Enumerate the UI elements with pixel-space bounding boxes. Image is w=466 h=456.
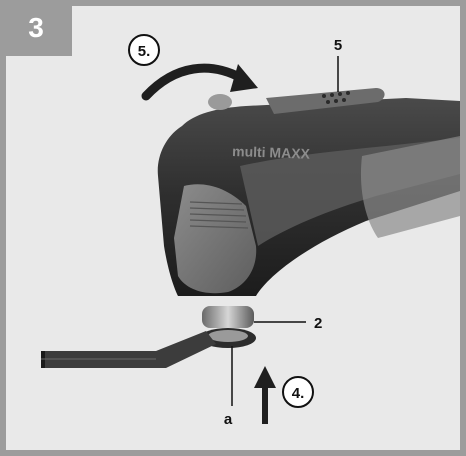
lever-grip-dots <box>322 91 350 104</box>
step-5-label: 5. <box>138 43 151 60</box>
step-number-badge: 3 <box>0 0 72 56</box>
clamp-ring <box>202 306 254 328</box>
brand-label: multi MAXX <box>232 143 311 162</box>
tool-grip <box>174 184 257 294</box>
lever-pivot <box>208 94 232 110</box>
lever <box>266 88 385 114</box>
grip-texture <box>189 201 249 229</box>
part-5-label: 5 <box>334 37 342 54</box>
part-2-label: 2 <box>314 315 322 332</box>
rotate-arrow <box>141 63 246 101</box>
tool-illustration: multi MAXX 5. 5 2 a 4. <box>41 34 460 428</box>
step-5-circle <box>128 34 160 66</box>
rotate-arrow-head <box>230 64 258 92</box>
tool-side-panel <box>360 136 460 238</box>
part-a-label: a <box>224 411 233 428</box>
push-arrow-head <box>254 366 276 388</box>
step-4-circle <box>282 376 314 408</box>
step-4-label: 4. <box>292 385 305 402</box>
saw-blade <box>41 331 216 368</box>
